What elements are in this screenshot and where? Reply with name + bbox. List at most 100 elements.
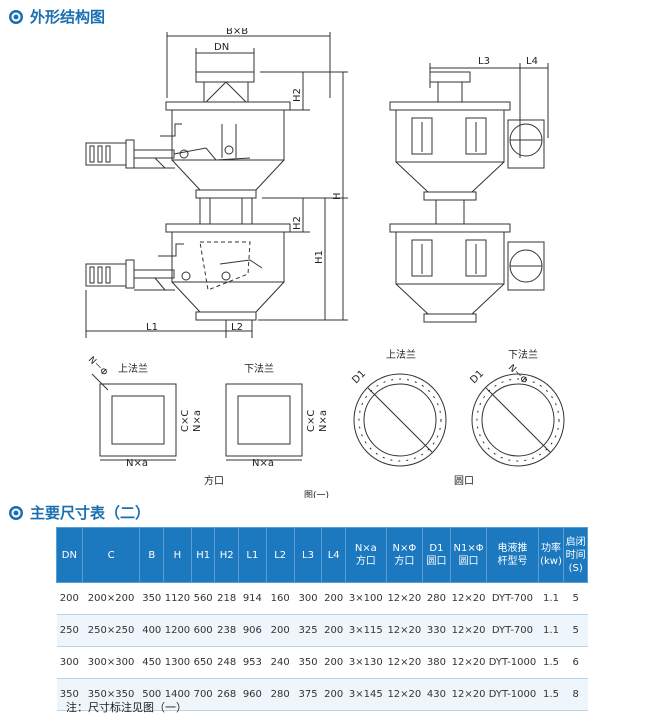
dim-nxa-bottom2: N×a <box>252 458 274 469</box>
table-header-cell: 功率 (kw) <box>537 527 565 583</box>
label-upper-square: 上法兰 <box>118 362 148 375</box>
table-cell: 248 <box>214 646 239 679</box>
table-cell: 12×20 <box>450 582 487 615</box>
table-cell: 300×300 <box>82 646 140 679</box>
table-cell: 953 <box>238 646 267 679</box>
table-cell: 375 <box>294 678 322 711</box>
table-cell: 12×20 <box>386 582 423 615</box>
table-cell: 330 <box>422 614 451 647</box>
table-cell: 5 <box>563 614 588 647</box>
table-cell: 1.5 <box>538 646 564 679</box>
header-main: N×Φ <box>392 543 417 554</box>
table-cell: 12×20 <box>386 678 423 711</box>
table-cell: 12×20 <box>386 646 423 679</box>
flange-views: 上法兰 N－Φ N×a C×C N×a 下法兰 N×a C×C N×a 上法兰 … <box>86 348 565 498</box>
table-header-cell: B <box>139 527 165 583</box>
table-cell: 250×250 <box>82 614 140 647</box>
header-main: 功率 <box>540 543 561 554</box>
figure-caption: 图(一) <box>304 490 329 498</box>
caption-round: 圆口 <box>454 475 474 487</box>
table-header-cell: C <box>81 527 141 583</box>
table-cell: 430 <box>422 678 451 711</box>
table-header-cell: L3 <box>293 527 323 583</box>
table-header-cell: H1 <box>190 527 216 583</box>
header-sub: 时间(S) <box>565 549 586 574</box>
dim-h2-bottom: H2 <box>292 216 303 230</box>
caption-square: 方口 <box>204 474 224 487</box>
table-cell: 650 <box>191 646 215 679</box>
section-title-text: 主要尺寸表（二） <box>30 504 151 522</box>
label-lower-round: 下法兰 <box>508 348 538 361</box>
header-sub: 方口 <box>394 556 415 567</box>
dim-l2: L2 <box>231 322 243 333</box>
dim-cxc2: C×C <box>306 410 317 432</box>
dim-h1: H1 <box>314 250 325 264</box>
header-main: 启闭 <box>565 536 586 548</box>
dim-cxc: C×C <box>180 410 191 432</box>
footnote: 注：尺寸标注见图（一） <box>66 701 187 714</box>
table-cell: 300 <box>294 582 322 615</box>
table-cell: 268 <box>214 678 239 711</box>
label-lower-square: 下法兰 <box>244 362 274 375</box>
table-cell: 280 <box>422 582 451 615</box>
header-main: H1 <box>196 549 211 561</box>
header-main: H2 <box>219 549 234 561</box>
table-cell: 1.1 <box>538 614 564 647</box>
table-cell: 1.5 <box>538 678 564 711</box>
table-header-cell: N×Φ 方口 <box>385 527 424 583</box>
header-main: DN <box>61 549 77 561</box>
table-cell: 3×115 <box>345 614 387 647</box>
dim-h: H <box>332 192 343 200</box>
label-upper-round: 上法兰 <box>386 348 416 361</box>
table-cell: 1.1 <box>538 582 564 615</box>
table-cell: 8 <box>563 678 588 711</box>
table-header-cell: DN <box>56 527 83 583</box>
dim-dn: DN <box>214 42 229 53</box>
header-sub: (kw) <box>540 556 562 567</box>
table-cell: 200 <box>321 582 346 615</box>
table-cell: 1300 <box>163 646 192 679</box>
table-cell: 350×350 <box>82 678 140 711</box>
table-cell: 500 <box>139 678 164 711</box>
table-cell: 325 <box>294 614 322 647</box>
table-cell: 350 <box>139 582 164 615</box>
table-cell: 240 <box>266 646 295 679</box>
table-cell: 200×200 <box>82 582 140 615</box>
table-cell: 1120 <box>163 582 192 615</box>
dim-l1: L1 <box>146 322 158 333</box>
table-cell: 12×20 <box>450 646 487 679</box>
table-cell: 560 <box>191 582 215 615</box>
table-cell: DYT-700 <box>486 614 539 647</box>
table-cell: 12×20 <box>450 678 487 711</box>
header-sub: 圆口 <box>458 556 479 567</box>
header-main: L2 <box>274 549 287 561</box>
table-cell: 280 <box>266 678 295 711</box>
front-view: B×B DN <box>85 28 348 338</box>
table-cell: 200 <box>321 614 346 647</box>
table-cell: 200 <box>321 678 346 711</box>
table-cell: 5 <box>563 582 588 615</box>
header-main: H <box>173 549 182 561</box>
side-view: L3 L4 <box>389 56 549 323</box>
header-main: C <box>107 549 115 561</box>
table-cell: 400 <box>139 614 164 647</box>
header-main: B <box>148 549 156 561</box>
dim-nxa-side: N×a <box>192 410 203 432</box>
header-main: 电液推 <box>497 543 528 554</box>
header-main: D1 <box>429 543 444 554</box>
dim-d1-2: D1 <box>468 368 486 386</box>
table-header-cell: H2 <box>214 527 239 583</box>
table-header-cell: L2 <box>265 527 295 583</box>
header-main: L3 <box>302 549 314 561</box>
table-cell: 380 <box>422 646 451 679</box>
section-title-structure: 外形结构图 <box>8 6 105 27</box>
dim-l4: L4 <box>526 56 538 67</box>
table-cell: DYT-700 <box>486 582 539 615</box>
table-cell: 6 <box>563 646 588 679</box>
